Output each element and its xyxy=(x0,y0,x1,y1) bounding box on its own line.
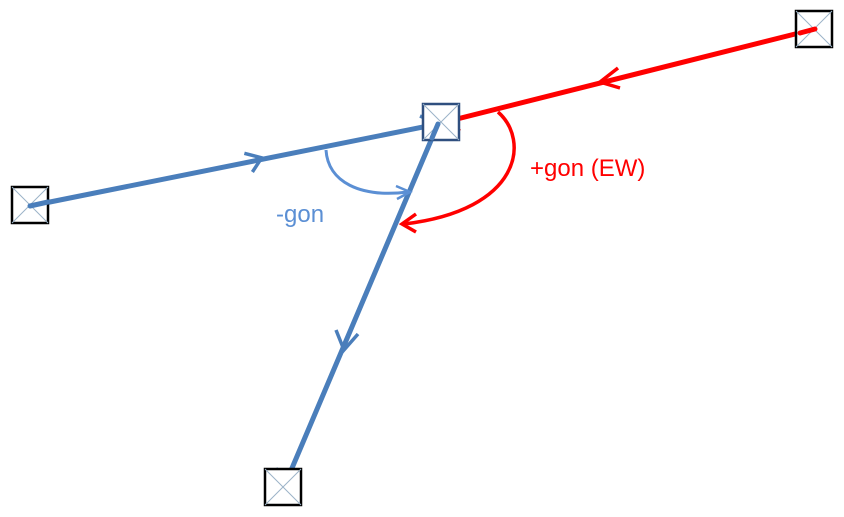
positive-angle-label: +gon (EW) xyxy=(530,155,645,182)
blue-mid-arrow-bottom-segment xyxy=(334,329,360,354)
negative-angle-label: -gon xyxy=(276,201,324,228)
blue-segment-left-to-center xyxy=(27,121,441,209)
red-segment-topright-to-center xyxy=(442,26,818,125)
node-center xyxy=(421,102,461,142)
blue-segment-center-to-bottom xyxy=(281,121,441,490)
negative-angle-arc-arrowhead xyxy=(395,184,413,201)
positive-angle-arc-arrowhead xyxy=(398,212,418,234)
positive-angle-arc xyxy=(403,110,516,226)
negative-angle-arc xyxy=(324,149,409,195)
node-bottom xyxy=(263,467,303,507)
blue-mid-arrow-left-segment xyxy=(243,151,265,173)
red-mid-arrow xyxy=(596,66,621,90)
